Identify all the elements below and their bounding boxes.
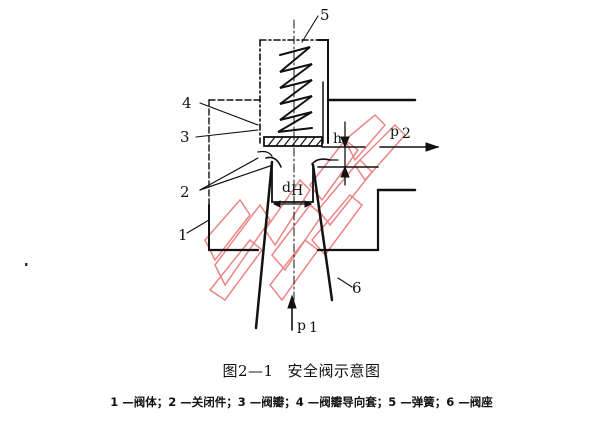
speck bbox=[25, 263, 28, 266]
leader-4 bbox=[199, 102, 259, 126]
label-5: 5 bbox=[320, 6, 330, 24]
label-p1: p bbox=[297, 318, 306, 334]
valve-seat bbox=[254, 160, 274, 330]
leader-2b bbox=[199, 165, 271, 191]
label-d: d bbox=[282, 180, 291, 196]
valve-drawing bbox=[186, 15, 440, 331]
valve-disc bbox=[263, 136, 323, 147]
label-3: 3 bbox=[180, 128, 190, 146]
label-d-sub: H bbox=[291, 183, 303, 199]
leader-1 bbox=[186, 219, 210, 234]
leader-2a bbox=[199, 157, 259, 191]
label-4: 4 bbox=[182, 94, 192, 112]
figure-title: 图2—1 安全阀示意图 bbox=[0, 360, 603, 381]
label-2: 2 bbox=[180, 183, 190, 201]
label-p2-sub: 2 bbox=[402, 126, 411, 142]
figure-legend: 1 —阀体；2 —关闭件；3 —阀瓣；4 —阀瓣导向套；5 —弹簧；6 —阀座 bbox=[110, 395, 493, 409]
figure-number: 图2—1 bbox=[222, 362, 274, 380]
figure-title-text: 安全阀示意图 bbox=[287, 362, 381, 380]
label-p2: p bbox=[390, 124, 399, 140]
label-1: 1 bbox=[178, 226, 188, 244]
label-h: h bbox=[333, 131, 342, 147]
leader-6 bbox=[337, 277, 353, 288]
leader-3 bbox=[195, 129, 259, 138]
leader-5 bbox=[301, 15, 319, 43]
label-p1-sub: 1 bbox=[309, 320, 318, 336]
spring bbox=[277, 46, 313, 133]
label-6: 6 bbox=[352, 279, 362, 297]
